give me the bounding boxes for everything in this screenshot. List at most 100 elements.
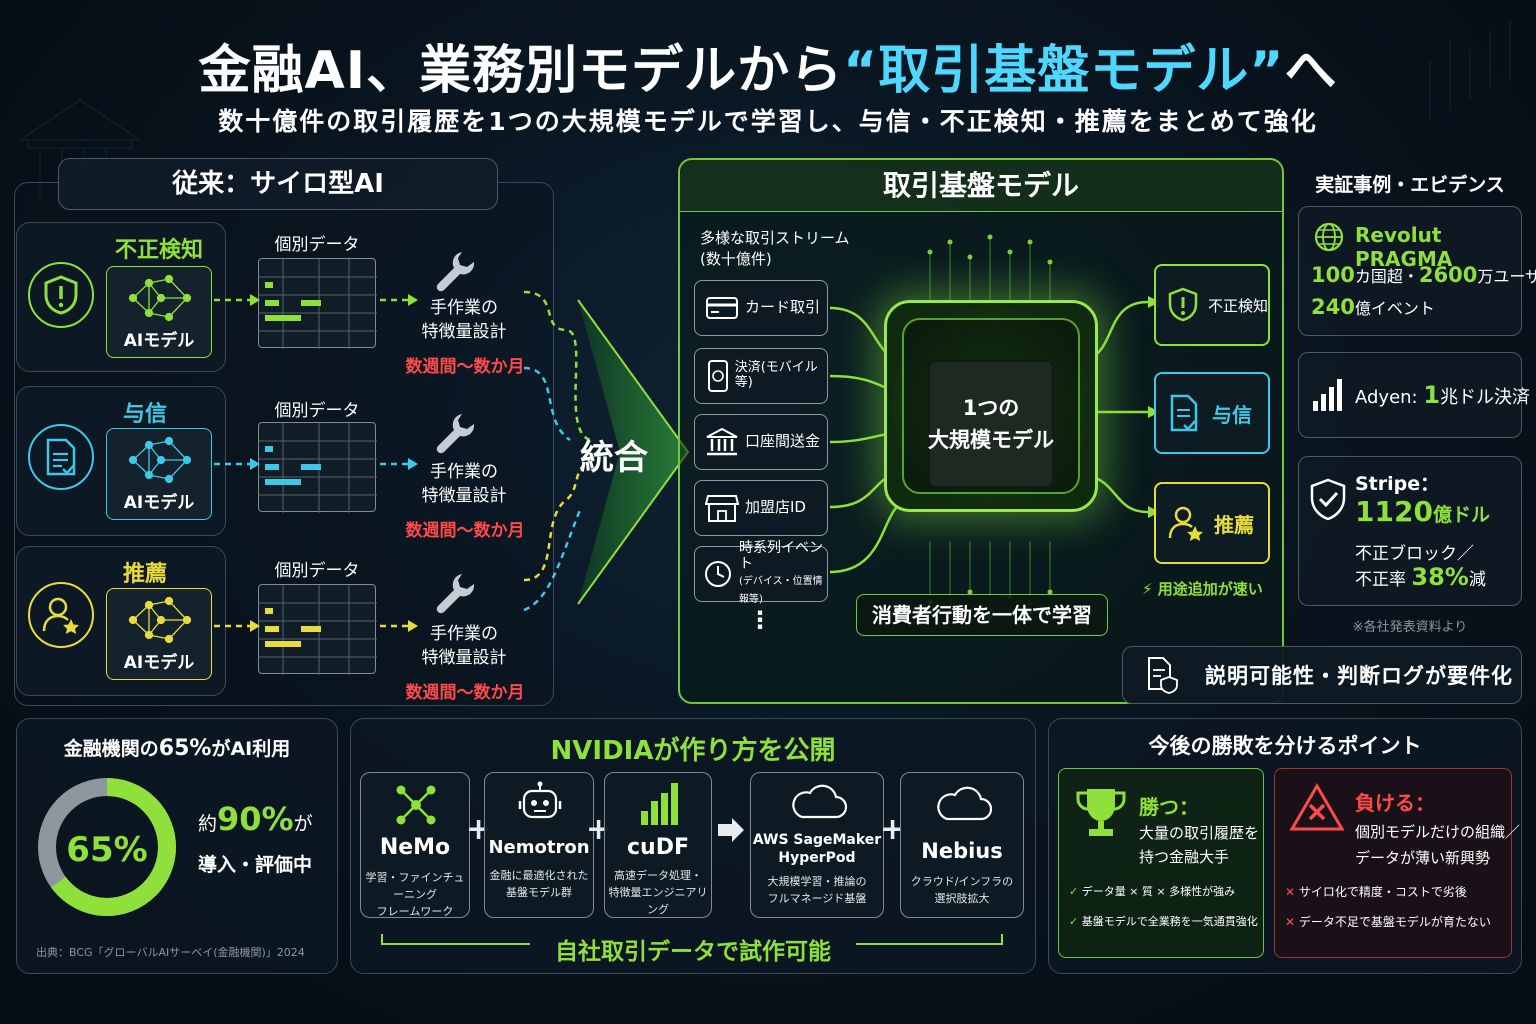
- task-line: 手作業の: [430, 298, 498, 318]
- stripe-line2: 不正ブロック／: [1355, 544, 1474, 564]
- lose-card: 負ける： 個別モデルだけの組織／データが薄い新興勢 ✕ サイロ化で精度・コストで…: [1274, 768, 1520, 958]
- tool-desc-line: 金融に最適化された: [489, 869, 589, 882]
- tool-name-line: AWS SageMaker: [752, 832, 882, 848]
- stream-label: 時系列イベント(デバイス・位置情報等): [739, 540, 827, 608]
- arrow-right-icon: [718, 818, 744, 842]
- data-label-fraud: 個別データ: [274, 235, 360, 255]
- fast-add-text: 用途追加が速い: [1157, 580, 1263, 598]
- mobile-payment-icon: [708, 360, 728, 392]
- stripe-rate: 38%: [1411, 563, 1469, 591]
- tool-desc: 学習・ファインチューニングフレームワーク: [361, 869, 469, 920]
- user-star-icon: [28, 582, 94, 648]
- adyen-text: Adyen: 1兆ドル決済: [1355, 381, 1530, 409]
- spreadsheet-icon: [259, 259, 377, 349]
- evidence-header: 実証事例・エビデンス: [1315, 174, 1505, 196]
- stream-merchant: 加盟店ID: [694, 480, 828, 536]
- data-grid-recommend: [258, 584, 377, 675]
- globe-icon: [1314, 222, 1344, 252]
- document-shield-icon: [1148, 657, 1178, 694]
- credit-card-icon: [706, 297, 738, 319]
- nvidia-footer-bracket: [381, 934, 1003, 945]
- merge-label: 統合: [580, 438, 648, 478]
- tool-desc-line: フルマネージド基盤: [767, 892, 867, 906]
- ai-model-label: AIモデル: [123, 493, 195, 513]
- data-grid-fraud: [258, 258, 377, 349]
- adoption-source: 出典：BCG「グローバルAIサーベイ(金融機関)」2024: [36, 946, 305, 959]
- future-header: 今後の勝敗を分けるポイント: [1148, 734, 1422, 758]
- ai-model-box-credit: AIモデル: [106, 428, 212, 520]
- lightning-icon: ⚡: [1142, 580, 1153, 598]
- bar-chart-icon: [641, 783, 678, 825]
- adyen-suffix: 兆ドル決済: [1440, 387, 1531, 408]
- stream-label: カード取引: [745, 298, 821, 317]
- neural-net-icon: [128, 596, 192, 644]
- title-part1: 金融AI、業務別モデルから: [198, 41, 844, 101]
- win-card: 勝つ： 大量の取引履歴を持つ金融大手 ✓ データ量 × 質 × 多様性が強み ✓…: [1058, 768, 1264, 958]
- core-label-line: 大規模モデル: [928, 428, 1054, 452]
- task-label-fraud: 手作業の特徴量設計: [404, 296, 524, 344]
- duration-recommend: 数週間〜数か月: [405, 683, 525, 703]
- revolut-countries: 100: [1311, 263, 1355, 287]
- task-label-credit: 手作業の特徴量設計: [404, 460, 524, 508]
- x-mark-icon: ✕: [1285, 915, 1296, 929]
- stream-transfer: 口座間送金: [694, 414, 828, 470]
- ai-model-label: AIモデル: [123, 653, 195, 673]
- tool-cudf: cuDF 高速データ処理・特徴量エンジニアリング: [604, 772, 712, 918]
- task-line: 手作業の: [430, 624, 498, 644]
- core-label: 1つの大規模モデル: [910, 392, 1072, 456]
- win-point: ✓ 基盤モデルで全業務を一気通貫強化: [1069, 913, 1258, 929]
- stream-label-main: 時系列イベント: [739, 540, 823, 572]
- warning-x-icon: [1289, 783, 1345, 831]
- adoption-stat-line2: 導入・評価中: [198, 854, 313, 876]
- category-label-recommend: 推薦: [122, 562, 167, 587]
- adoption-panel: [16, 718, 338, 974]
- data-grid-credit: [258, 422, 377, 513]
- adoption-title-percent: 65%: [158, 736, 212, 761]
- revolut-stats-line1: 100カ国超・2600万ユーザー・: [1311, 263, 1536, 287]
- adoption-title: 金融機関の65%がAI利用: [16, 734, 338, 761]
- fast-add-note: ⚡ 用途追加が速い: [1142, 578, 1263, 599]
- legacy-flow-arrows: [214, 290, 690, 632]
- tool-desc-line: 特徴量エンジニアリング: [608, 886, 708, 917]
- tool-nebius: Nebius クラウド/インフラの選択肢拡大: [900, 772, 1024, 918]
- output-recommend: 推薦: [1154, 482, 1270, 564]
- stream-label: 口座間送金: [745, 432, 821, 451]
- stripe-amount: 1120億ドル: [1355, 495, 1490, 528]
- revolut-text: カ国超・: [1354, 267, 1419, 286]
- lose-point-text: サイロ化で精度・コストで劣後: [1298, 885, 1467, 899]
- adoption-stat: 約90%が: [198, 800, 313, 838]
- wrench-icon: [432, 248, 478, 298]
- revolut-users: 2600: [1418, 263, 1478, 287]
- stream-card-transaction: カード取引: [694, 280, 828, 336]
- foundation-header: 取引基盤モデル: [680, 160, 1282, 212]
- document-check-icon: [28, 424, 94, 490]
- tool-name: Nebius: [921, 839, 1003, 863]
- win-point: ✓ データ量 × 質 × 多様性が強み: [1069, 883, 1235, 899]
- win-desc-line: 大量の取引履歴を: [1139, 824, 1260, 842]
- robot-icon: [518, 781, 562, 819]
- adyen-prefix: Adyen:: [1355, 387, 1418, 408]
- streams-title: 多様な取引ストリーム(数十億件): [700, 228, 850, 270]
- task-line: 特徴量設計: [421, 322, 507, 342]
- category-label-credit: 与信: [122, 402, 167, 427]
- tool-desc: 大規模学習・推論のフルマネージド基盤: [751, 873, 883, 907]
- user-star-icon: [1168, 506, 1203, 541]
- adoption-stat-text: 約: [198, 813, 218, 835]
- revolut-text: 億イベント: [1354, 299, 1435, 318]
- adoption-title-text: がAI利用: [211, 738, 291, 760]
- win-point-text: 基盤モデルで全業務を一気通貫強化: [1081, 915, 1258, 928]
- lose-point-text: データ不足で基盤モデルが育たない: [1298, 915, 1491, 929]
- nvidia-footer: 自社取引データで試作可能: [555, 939, 831, 965]
- streams-title-line: 多様な取引ストリーム: [700, 229, 850, 247]
- task-line: 手作業の: [430, 462, 498, 482]
- cloud-icon: [937, 786, 993, 821]
- learn-label: 消費者行動を一体で学習: [856, 594, 1108, 636]
- tool-desc-line: フレームワーク: [376, 905, 454, 919]
- nvidia-title-brand: NVIDIA: [550, 736, 654, 766]
- revolut-events: 240: [1311, 295, 1355, 319]
- nvidia-title: NVIDIAが作り方を公開: [350, 730, 1036, 767]
- ai-model-label: AIモデル: [123, 331, 195, 351]
- data-label-credit: 個別データ: [274, 401, 360, 421]
- output-label: 不正検知: [1208, 296, 1269, 315]
